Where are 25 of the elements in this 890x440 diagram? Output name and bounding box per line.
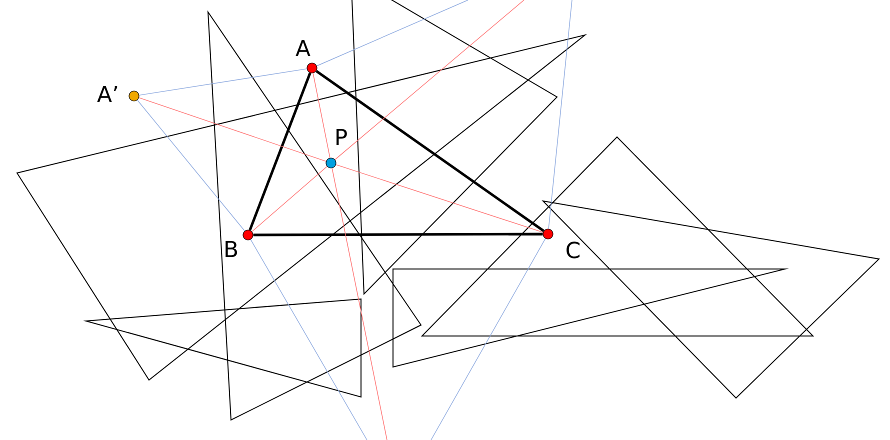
- construction-line: [252, 166, 328, 232]
- construction-line: [138, 97, 326, 162]
- node-label: A’: [97, 86, 118, 102]
- line-segment: [248, 72, 312, 231]
- point: A’: [97, 86, 140, 102]
- line-segment: [316, 70, 544, 232]
- node-label: A: [296, 40, 310, 56]
- construction-line: [137, 100, 245, 232]
- point: A: [296, 40, 318, 74]
- construction-line: [250, 239, 368, 440]
- construction-line: [430, 238, 546, 440]
- construction-line: [548, 0, 572, 230]
- node-label: P: [336, 128, 347, 146]
- construction-line: [138, 68, 308, 96]
- construction-line: [316, 0, 468, 66]
- line-segment: [253, 232, 543, 236]
- construction-line: [336, 164, 544, 233]
- construction-line: [332, 168, 388, 440]
- construction-line: [312, 72, 330, 158]
- point: P: [326, 128, 347, 168]
- point: B: [226, 230, 254, 258]
- construction-line: [334, 0, 524, 160]
- node-label: B: [226, 240, 237, 258]
- node-label: C: [566, 242, 580, 258]
- point: C: [542, 228, 580, 258]
